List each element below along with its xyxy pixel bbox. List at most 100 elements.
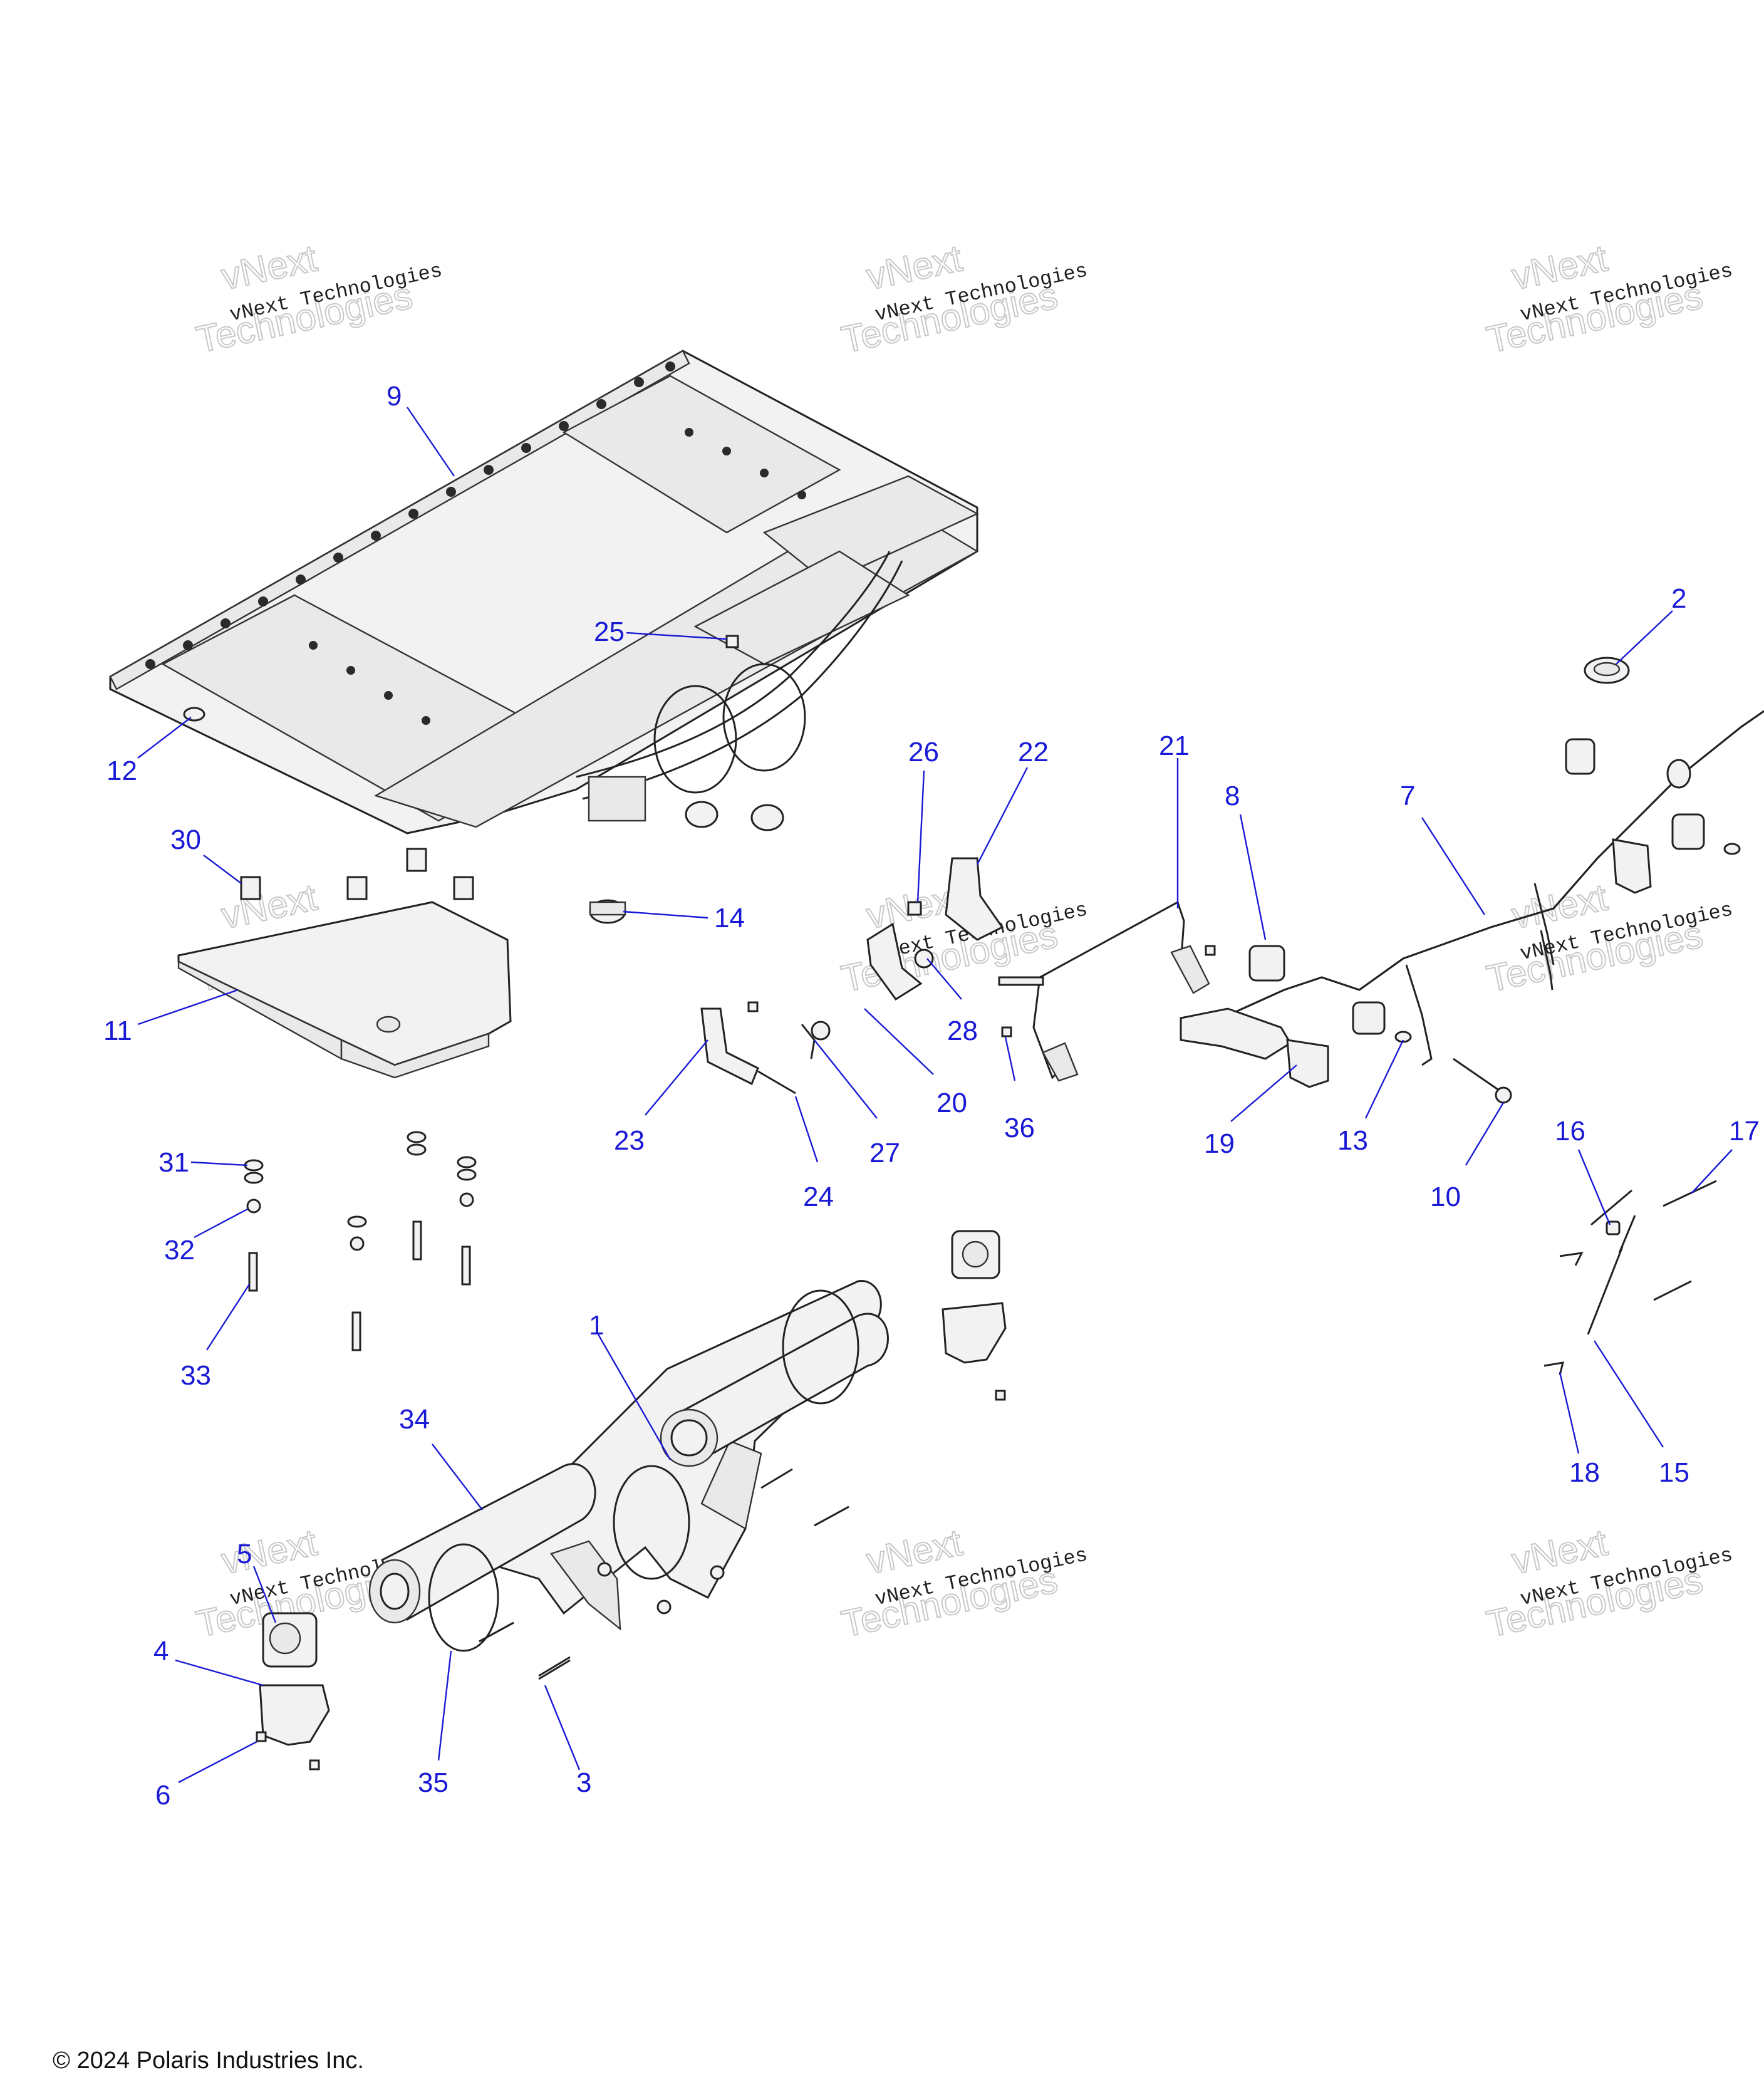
svg-text:18: 18 [1569,1457,1600,1488]
svg-text:6: 6 [155,1780,170,1811]
part-10-pin [1453,1058,1512,1104]
callout-28: 28 [926,958,978,1046]
watermark: vNext Technologies vNext Technologies [1483,236,1735,361]
svg-text:1: 1 [589,1310,604,1341]
callout-9: 9 [387,381,455,477]
svg-text:30: 30 [170,824,201,855]
part-12-fastener [183,707,205,722]
callout-30: 30 [170,824,242,884]
svg-text:31: 31 [158,1147,189,1178]
subframe-straps [428,1289,859,1652]
svg-text:24: 24 [803,1182,834,1212]
callout-3: 3 [544,1685,591,1798]
callout-4: 4 [153,1636,264,1687]
upper-bushing-clamp [942,1230,1007,1401]
callout-25: 25 [594,616,727,647]
callout-16: 16 [1555,1116,1611,1225]
svg-text:26: 26 [908,737,939,767]
part-36-screw [1001,1026,1012,1037]
svg-text:16: 16 [1555,1116,1585,1146]
spacers-30 [240,848,474,900]
svg-text:3: 3 [576,1767,591,1798]
part-3-bolt [538,1656,571,1677]
callout-26: 26 [908,737,939,903]
svg-text:13: 13 [1337,1125,1368,1156]
svg-text:17: 17 [1729,1116,1760,1146]
callout-22: 22 [976,737,1049,865]
svg-text:7: 7 [1400,781,1415,811]
svg-text:25: 25 [594,616,625,647]
watermark: vNext Technologies vNext Technologies [192,236,445,361]
subframe-bolts [479,1468,849,1680]
svg-text:33: 33 [180,1360,211,1391]
svg-text:4: 4 [153,1636,169,1666]
part-7-stabilizer-bar [1180,710,1764,1060]
callout-8: 8 [1225,781,1267,940]
part-2-grommet [1584,657,1630,684]
part-34-cylinder [368,1463,596,1624]
linkage-hardware [700,857,1216,1094]
callout-17: 17 [1691,1116,1760,1194]
callouts: 1 2 3 4 5 6 7 8 9 10 11 12 13 14 15 16 1… [103,381,1760,1811]
svg-text:9: 9 [387,381,402,412]
callout-36: 36 [1004,1036,1035,1143]
callout-7: 7 [1400,781,1486,915]
callout-18: 18 [1559,1371,1600,1488]
svg-text:10: 10 [1430,1182,1461,1212]
callout-32: 32 [164,1208,248,1266]
callout-35: 35 [418,1650,452,1798]
callout-14: 14 [623,903,745,933]
frame-holes [145,361,806,725]
svg-text:34: 34 [399,1404,430,1435]
callout-2: 2 [1616,583,1686,665]
callout-12: 12 [106,717,192,786]
callout-23: 23 [614,1039,708,1156]
callout-19: 19 [1204,1064,1297,1159]
bar-brackets [1248,738,1741,1088]
watermark: vNext Technologies vNext Technologies [1483,875,1735,1001]
svg-text:21: 21 [1159,731,1190,761]
part-21-rod-bracket [1032,900,1210,1082]
svg-text:22: 22 [1018,737,1049,767]
callout-13: 13 [1337,1039,1404,1156]
cylinder-upper [660,1313,889,1467]
svg-text:28: 28 [947,1016,978,1046]
svg-text:20: 20 [936,1088,967,1118]
part-14-plug [589,899,626,924]
callout-27: 27 [814,1039,900,1168]
gas-strut-15 [1544,1180,1717,1376]
part-9-cargo-frame [109,350,979,835]
callout-5: 5 [237,1539,277,1623]
copyright-notice: © 2024 Polaris Industries Inc. [53,2047,364,2074]
callout-33: 33 [180,1284,251,1391]
watermark: vNext Technologies vNext Technologies [1483,1521,1735,1646]
callout-1: 1 [589,1310,672,1460]
svg-text:14: 14 [714,903,745,933]
svg-text:12: 12 [106,756,137,786]
svg-text:8: 8 [1225,781,1240,811]
svg-text:2: 2 [1671,583,1686,614]
watermark: vNext Technologies vNext Technologies [838,236,1090,361]
callout-6: 6 [155,1740,257,1811]
svg-text:23: 23 [614,1125,645,1156]
callout-11: 11 [103,989,239,1046]
lower-bushing-clamp [256,1612,330,1770]
svg-text:19: 19 [1204,1128,1235,1159]
fastener-cluster [244,1131,477,1351]
callout-34: 34 [399,1404,483,1510]
part-25-fastener [725,635,739,648]
svg-text:36: 36 [1004,1113,1035,1143]
watermark: vNext Technologies vNext Technologies [838,1521,1090,1646]
callout-15: 15 [1593,1340,1689,1488]
strap-loops [653,663,806,831]
callout-10: 10 [1430,1102,1505,1212]
callout-21: 21 [1159,731,1190,908]
svg-text:27: 27 [869,1138,900,1168]
svg-text:11: 11 [103,1016,132,1046]
callout-24: 24 [794,1096,834,1212]
svg-text:15: 15 [1659,1457,1689,1488]
callout-20: 20 [864,1008,967,1118]
part-11-skid-plate [177,901,512,1079]
callout-31: 31 [158,1147,248,1178]
